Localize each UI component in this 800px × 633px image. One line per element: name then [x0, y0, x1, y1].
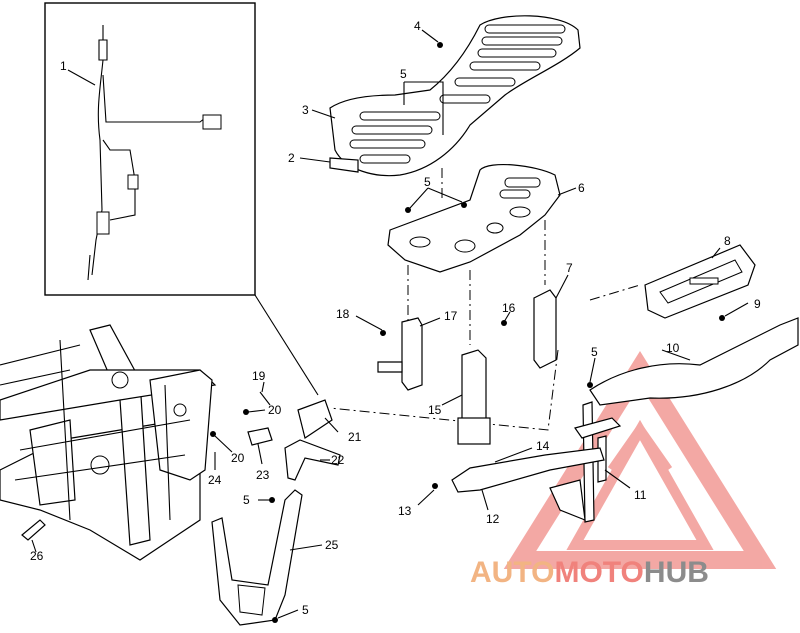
- callout-5d: 5: [243, 493, 250, 507]
- callout-19: 19: [252, 369, 266, 383]
- callout-22: 22: [331, 453, 345, 467]
- leader-lines: [31, 29, 749, 619]
- callout-20a: 20: [268, 403, 282, 417]
- callout-4: 4: [414, 19, 421, 33]
- arm-22: [284, 439, 341, 481]
- callout-5e: 5: [302, 603, 309, 617]
- callout-3: 3: [302, 103, 309, 117]
- callout-2: 2: [288, 151, 295, 165]
- callout-21: 21: [348, 430, 362, 444]
- clip-23: [247, 427, 273, 446]
- upper-rack-grille: [329, 15, 581, 177]
- lower-rack-plate: [387, 163, 561, 273]
- bracket-15: [457, 349, 491, 445]
- callout-8: 8: [724, 234, 731, 248]
- callout-5a: 5: [400, 67, 407, 81]
- screw-19: [259, 391, 271, 406]
- bracket-17: [377, 317, 423, 391]
- watermark: AUTOMOTOHUB: [470, 556, 709, 589]
- callout-17: 17: [444, 309, 458, 323]
- callout-14: 14: [536, 439, 550, 453]
- callout-5c: 5: [591, 345, 598, 359]
- callout-5b: 5: [424, 175, 431, 189]
- pin-26: [21, 519, 46, 541]
- harness-inset: [44, 2, 256, 296]
- callout-13: 13: [398, 504, 412, 518]
- vehicle-frame: [0, 324, 217, 561]
- callout-7: 7: [566, 261, 573, 275]
- fasteners: [210, 42, 725, 623]
- front-grille-8: [644, 244, 756, 319]
- callout-23: 23: [256, 468, 270, 482]
- callout-16: 16: [502, 301, 516, 315]
- callout-6: 6: [578, 181, 585, 195]
- callout-26: 26: [30, 549, 44, 563]
- callout-9: 9: [754, 297, 761, 311]
- front-bumper-10: [589, 317, 799, 406]
- callout-24: 24: [208, 473, 222, 487]
- callout-25: 25: [325, 538, 339, 552]
- callout-11: 11: [634, 488, 647, 502]
- support-25: [211, 489, 303, 626]
- svg-text:AUTOMOTOHUB: AUTOMOTOHUB: [470, 556, 709, 589]
- assembly-line: [329, 349, 559, 431]
- callout-labels: 1 2 3 4 5 5 6 7 8 9 10 5 18 17 16 15 14 …: [30, 19, 761, 617]
- callout-1: 1: [60, 59, 67, 73]
- watermark-hub: HUB: [644, 556, 709, 589]
- callout-15: 15: [428, 403, 442, 417]
- callout-20b: 20: [231, 451, 245, 465]
- callout-18: 18: [336, 307, 350, 321]
- assembly-line: [589, 284, 641, 301]
- watermark-moto: MOTO: [554, 556, 643, 589]
- bracket-7: [533, 289, 557, 369]
- callout-10: 10: [666, 341, 680, 355]
- inset-leader: [254, 294, 319, 396]
- connector-21: [297, 399, 333, 439]
- bracket-2: [329, 157, 359, 173]
- callout-12: 12: [486, 512, 500, 526]
- cross-bar-12: [451, 447, 605, 521]
- watermark-auto: AUTO: [470, 556, 554, 589]
